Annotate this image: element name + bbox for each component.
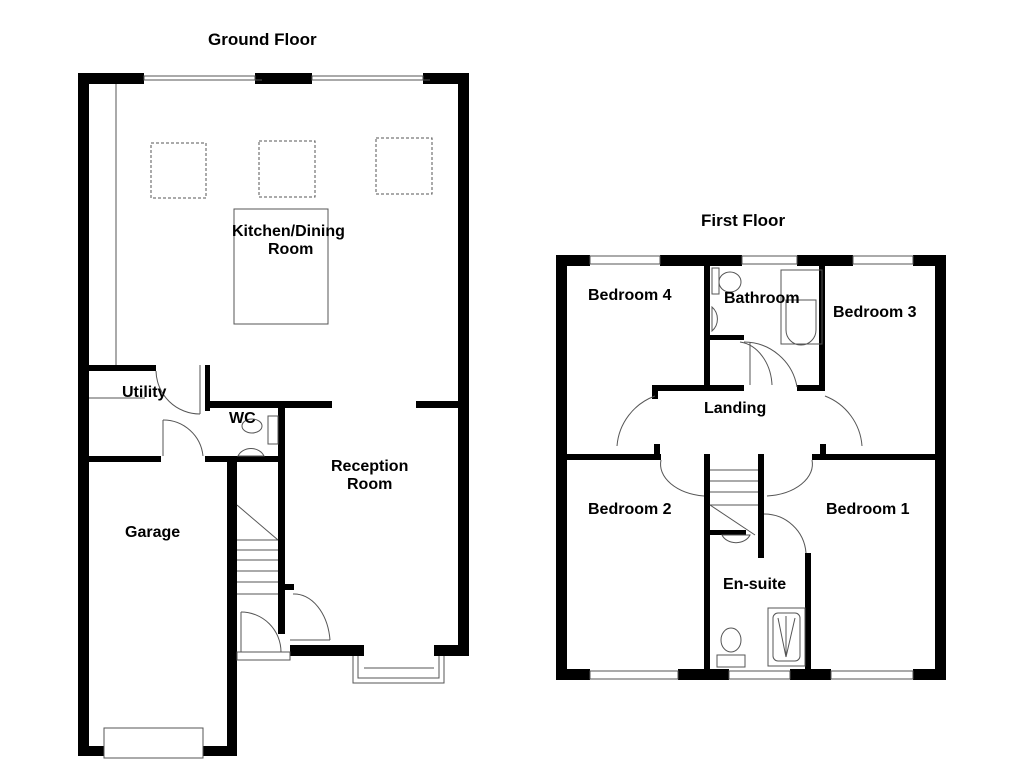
room-label-wc: WC [229, 410, 256, 427]
ground-floor-walls [78, 73, 469, 756]
ground-floor-title: Ground Floor [208, 30, 317, 49]
ground-floor-fixtures [89, 75, 445, 759]
first-floor-fixtures [589, 255, 914, 680]
room-label-bedroom-2: Bedroom 2 [588, 501, 672, 518]
first-floor-walls [556, 255, 946, 680]
room-label-bedroom-4: Bedroom 4 [588, 287, 672, 304]
room-label-landing: Landing [704, 400, 767, 417]
room-label-en-suite: En-suite [723, 576, 787, 593]
room-label-kitchen-dining: Kitchen/Dining Room [232, 223, 345, 258]
room-label-garage: Garage [125, 524, 181, 541]
room-label-bedroom-3: Bedroom 3 [833, 304, 917, 321]
room-label-bedroom-1: Bedroom 1 [826, 501, 910, 518]
first-floor-title: First Floor [701, 211, 786, 230]
room-label-utility: Utility [122, 384, 167, 401]
room-label-reception: Reception Room [331, 458, 409, 493]
room-label-bathroom: Bathroom [724, 290, 800, 307]
